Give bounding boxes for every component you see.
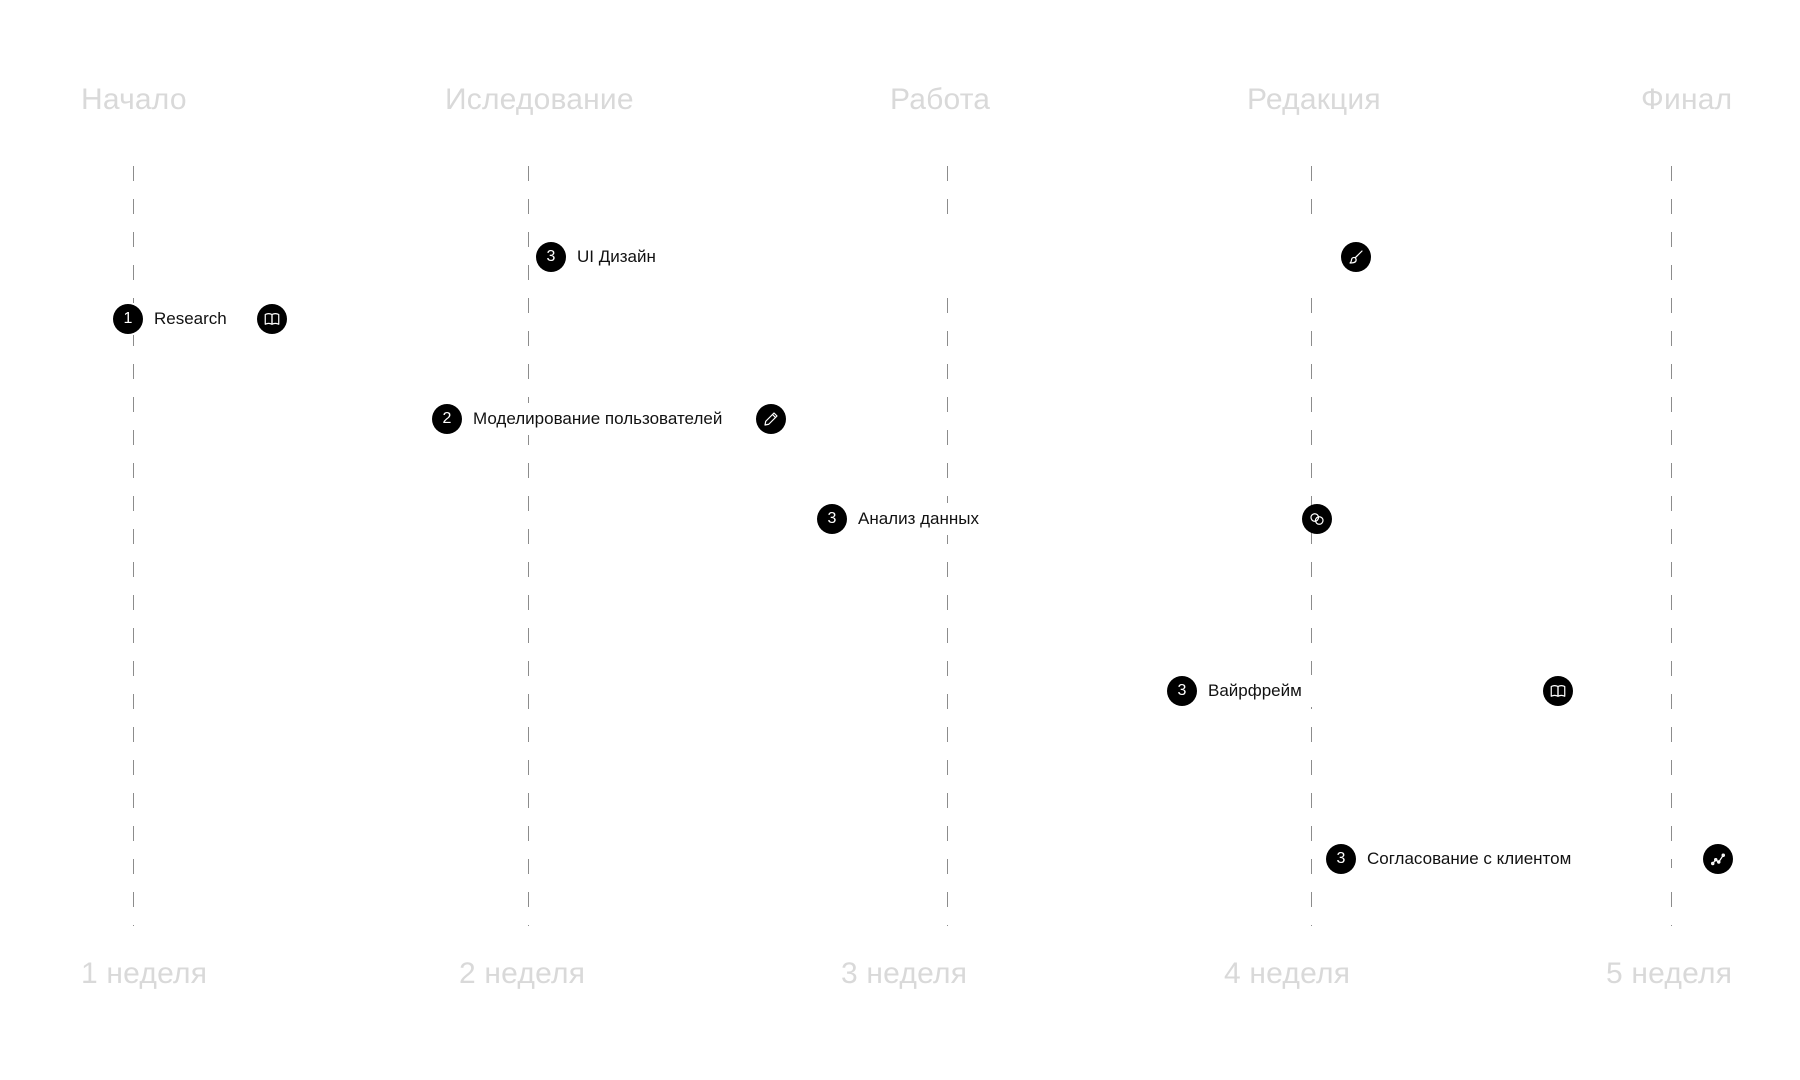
task-number-badge: 3 (817, 504, 847, 534)
task-number-badge: 1 (113, 304, 143, 334)
task-ui-design[interactable]: 3 UI Дизайн (536, 241, 666, 273)
task-label: Анализ данных (858, 509, 979, 528)
task-label: Согласование с клиентом (1367, 849, 1572, 868)
task-wireframe[interactable]: 3 Вайрфрейм (1167, 675, 1312, 707)
task-label: Моделирование пользователей (473, 409, 723, 428)
task-number-badge: 3 (536, 242, 566, 272)
task-user-modeling[interactable]: 2 Моделирование пользователей (432, 403, 733, 435)
phase-label-research: Иследование (445, 83, 634, 116)
guide-line-week-3 (947, 166, 949, 926)
phase-label-start: Начало (81, 83, 187, 116)
guide-line-week-2 (528, 166, 530, 926)
week-label-5: 5 неделя (1606, 957, 1733, 990)
phase-label-editing: Редакция (1247, 83, 1381, 116)
task-label: Вайрфрейм (1208, 681, 1302, 700)
task-number-badge: 3 (1167, 676, 1197, 706)
guide-line-week-1 (133, 166, 135, 926)
brush-icon[interactable] (1341, 242, 1371, 272)
chart-line-icon[interactable] (1703, 844, 1733, 874)
task-number-badge: 2 (432, 404, 462, 434)
book-icon[interactable] (1543, 676, 1573, 706)
phase-label-work: Работа (890, 83, 991, 116)
guide-gap (1307, 232, 1315, 287)
task-label: Research (154, 309, 227, 328)
week-label-2: 2 неделя (459, 957, 586, 990)
guide-gap (943, 232, 951, 287)
guide-gap (1667, 868, 1675, 888)
task-number-badge: 3 (1326, 844, 1356, 874)
task-label: UI Дизайн (577, 247, 656, 266)
phase-label-final: Финал (1641, 83, 1733, 116)
guide-line-week-5 (1671, 166, 1673, 926)
pencil-icon[interactable] (756, 404, 786, 434)
week-label-4: 4 неделя (1224, 957, 1351, 990)
task-client-approval[interactable]: 3 Согласование с клиентом (1326, 843, 1582, 875)
task-data-analysis[interactable]: 3 Анализ данных (817, 503, 989, 535)
week-label-3: 3 неделя (841, 957, 968, 990)
overlap-circles-icon[interactable] (1302, 504, 1332, 534)
guide-line-week-4 (1311, 166, 1313, 926)
week-label-1: 1 неделя (81, 957, 208, 990)
book-icon[interactable] (257, 304, 287, 334)
task-research[interactable]: 1 Research (113, 303, 237, 335)
